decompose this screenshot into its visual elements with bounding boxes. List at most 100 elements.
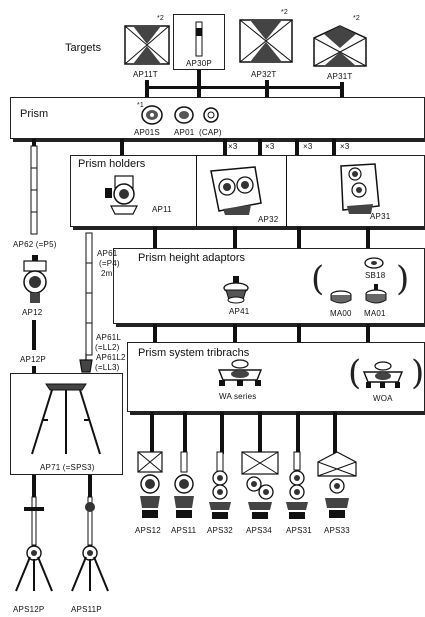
aps11p-assembly-icon [71, 496, 109, 592]
sb18-icon [364, 257, 384, 269]
ap71-label: AP71 (=SPS3) [40, 463, 95, 472]
ap11t-label: AP11T [133, 70, 158, 79]
cap-label: (CAP) [199, 128, 222, 137]
connector [32, 320, 36, 350]
connector [223, 139, 227, 156]
multiplier: ×3 [340, 142, 350, 151]
ap11-holder-icon [105, 175, 138, 215]
ap32t-target-icon [239, 19, 293, 63]
ap41-adaptor-icon [223, 276, 249, 304]
woa-tribrach-icon [362, 361, 404, 388]
ap01s-label: AP01S [134, 128, 160, 137]
aps31-assembly-icon [286, 451, 308, 519]
aps34-label: APS34 [246, 526, 272, 535]
connector [340, 82, 344, 98]
multiplier: ×3 [228, 142, 238, 151]
paren-open: ( [348, 353, 362, 393]
connector [145, 86, 344, 89]
prism-holders-title: Prism holders [78, 158, 146, 170]
ma01-label: MA01 [364, 309, 386, 318]
divider [286, 155, 287, 227]
ap61-pole-icon [85, 232, 93, 356]
connector [258, 139, 262, 156]
ap32t-note: *2 [281, 9, 289, 16]
connector [296, 412, 300, 454]
ap61l-alias: (=LL2) [95, 343, 120, 352]
aps34-assembly-icon [241, 451, 279, 519]
connector [233, 324, 237, 344]
ap30p-label: AP30P [186, 59, 212, 68]
ap01-label: AP01 [174, 128, 195, 137]
connector [297, 324, 301, 344]
aps12p-assembly-icon [15, 496, 53, 592]
aps12p-label: APS12P [13, 605, 45, 614]
ma01-icon [365, 284, 387, 304]
aps33-assembly-icon [317, 451, 357, 518]
ap11-label: AP11 [152, 205, 172, 214]
connector [297, 227, 301, 249]
ap71-tripod-icon [31, 383, 101, 455]
sb18-label: SB18 [365, 271, 386, 280]
connector [150, 412, 154, 454]
ap31t-note: *2 [353, 15, 361, 22]
aps11p-label: APS11P [71, 605, 102, 614]
paren-open: ( [311, 259, 325, 299]
ap61l-label: AP61L [96, 333, 122, 342]
connector [153, 324, 157, 344]
paren-close: ) [411, 353, 425, 393]
aps12-assembly-icon [137, 451, 163, 518]
ap01s-prism-icon [141, 105, 163, 125]
connector [265, 80, 269, 98]
connector [366, 227, 370, 249]
ap01s-note: *1 [137, 102, 145, 109]
ap31-holder-icon [340, 163, 380, 214]
ap31t-target-icon [313, 25, 367, 67]
ap32t-label: AP32T [251, 70, 277, 79]
aps12-label: APS12 [135, 526, 161, 535]
ap62-label: AP62 (=P5) [13, 240, 57, 249]
multiplier: ×3 [265, 142, 275, 151]
ap32-label: AP32 [258, 215, 279, 224]
connector [220, 412, 224, 454]
paren-close: ) [396, 259, 410, 299]
targets-title: Targets [65, 42, 102, 54]
wa-tribrach-icon [217, 359, 263, 386]
ma00-icon [330, 290, 352, 304]
ap31t-label: AP31T [327, 72, 353, 81]
ap61l2-alias: (=LL3) [95, 363, 120, 372]
aps11-assembly-icon [174, 451, 194, 518]
connector [258, 412, 262, 454]
prism-title: Prism [20, 108, 49, 120]
ap11t-note: *2 [157, 15, 165, 22]
connector [32, 366, 36, 374]
connector [332, 139, 336, 156]
ap11t-target-icon [124, 25, 170, 65]
connector [153, 227, 157, 249]
ap30p-target-icon [195, 21, 203, 57]
ap61-label: AP61 [97, 249, 118, 258]
connector [145, 80, 149, 98]
cap-icon [203, 107, 219, 123]
connector [32, 139, 36, 149]
ap61-alias: (=P4) [99, 259, 120, 268]
ap62-pole-icon [30, 145, 38, 235]
connector [197, 70, 201, 98]
aps31-label: APS31 [286, 526, 312, 535]
ap01-prism-icon [174, 106, 194, 124]
aps11-label: APS11 [171, 526, 197, 535]
ap41-label: AP41 [229, 307, 250, 316]
multiplier: ×3 [303, 142, 313, 151]
connector [233, 227, 237, 249]
aps33-label: APS33 [324, 526, 350, 535]
ap12p-label: AP12P [20, 355, 46, 364]
connector [366, 324, 370, 344]
divider [196, 155, 197, 227]
aps32-label: APS32 [207, 526, 233, 535]
prism-system-tribrachs-title: Prism system tribrachs [138, 347, 250, 359]
connector [333, 412, 337, 454]
connector [120, 139, 124, 156]
woa-label: WOA [373, 394, 393, 403]
aps32-assembly-icon [209, 451, 231, 519]
ap12-holder-icon [23, 255, 47, 303]
